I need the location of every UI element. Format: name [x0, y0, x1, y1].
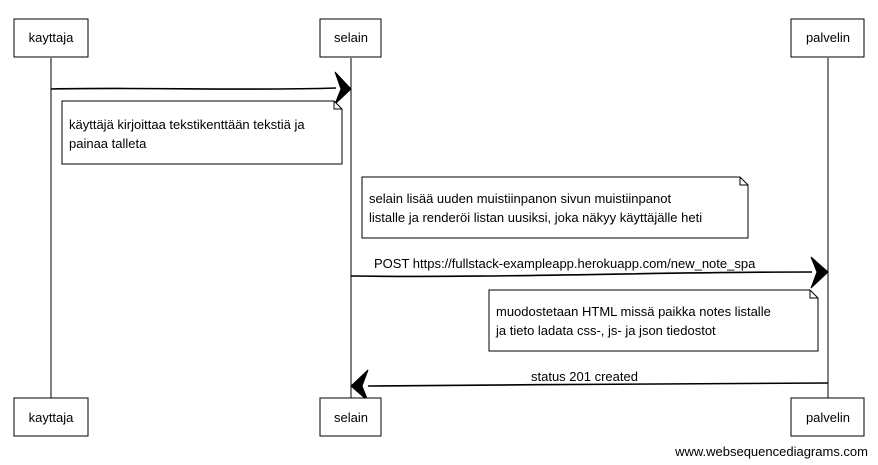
- note-3: muodostetaan HTML missä paikka notes lis…: [488, 289, 819, 352]
- note-1-line-2: painaa talleta: [69, 136, 147, 151]
- note-3-line-2: ja tieto ladata css-, js- ja json tiedos…: [495, 323, 716, 338]
- participant-label: kayttaja: [29, 410, 75, 425]
- participant-palvelin-top: palvelin: [790, 18, 865, 58]
- lifeline-kayttaja: [50, 57, 52, 399]
- participant-kayttaja-top: kayttaja: [13, 18, 89, 58]
- participant-kayttaja-bottom: kayttaja: [13, 397, 89, 437]
- participant-palvelin-bottom: palvelin: [790, 397, 865, 437]
- participant-label: palvelin: [806, 30, 850, 45]
- lifeline-selain: [350, 57, 352, 399]
- participant-selain-top: selain: [319, 18, 382, 58]
- participant-label: selain: [334, 30, 368, 45]
- message-arrow-1: [50, 71, 352, 105]
- message-arrow-2: POST https://fullstack-exampleapp.heroku…: [350, 256, 829, 289]
- note-2: selain lisää uuden muistiinpanon sivun m…: [361, 176, 749, 239]
- message-label-3: status 201 created: [531, 369, 638, 384]
- message-label-2: POST https://fullstack-exampleapp.heroku…: [374, 256, 756, 271]
- participant-label: kayttaja: [29, 30, 75, 45]
- note-2-line-1: selain lisää uuden muistiinpanon sivun m…: [369, 191, 671, 206]
- message-arrow-3: status 201 created: [350, 369, 829, 402]
- note-1: käyttäjä kirjoittaa tekstikenttään tekst…: [61, 100, 343, 165]
- watermark-link[interactable]: www.websequencediagrams.com: [675, 444, 868, 459]
- lifeline-palvelin: [827, 57, 829, 399]
- participant-label: palvelin: [806, 410, 850, 425]
- participant-selain-bottom: selain: [319, 397, 382, 437]
- note-2-line-2: listalle ja renderöi listan uusiksi, jok…: [369, 210, 702, 225]
- participant-label: selain: [334, 410, 368, 425]
- note-1-line-1: käyttäjä kirjoittaa tekstikenttään tekst…: [69, 117, 305, 132]
- note-3-line-1: muodostetaan HTML missä paikka notes lis…: [496, 304, 771, 319]
